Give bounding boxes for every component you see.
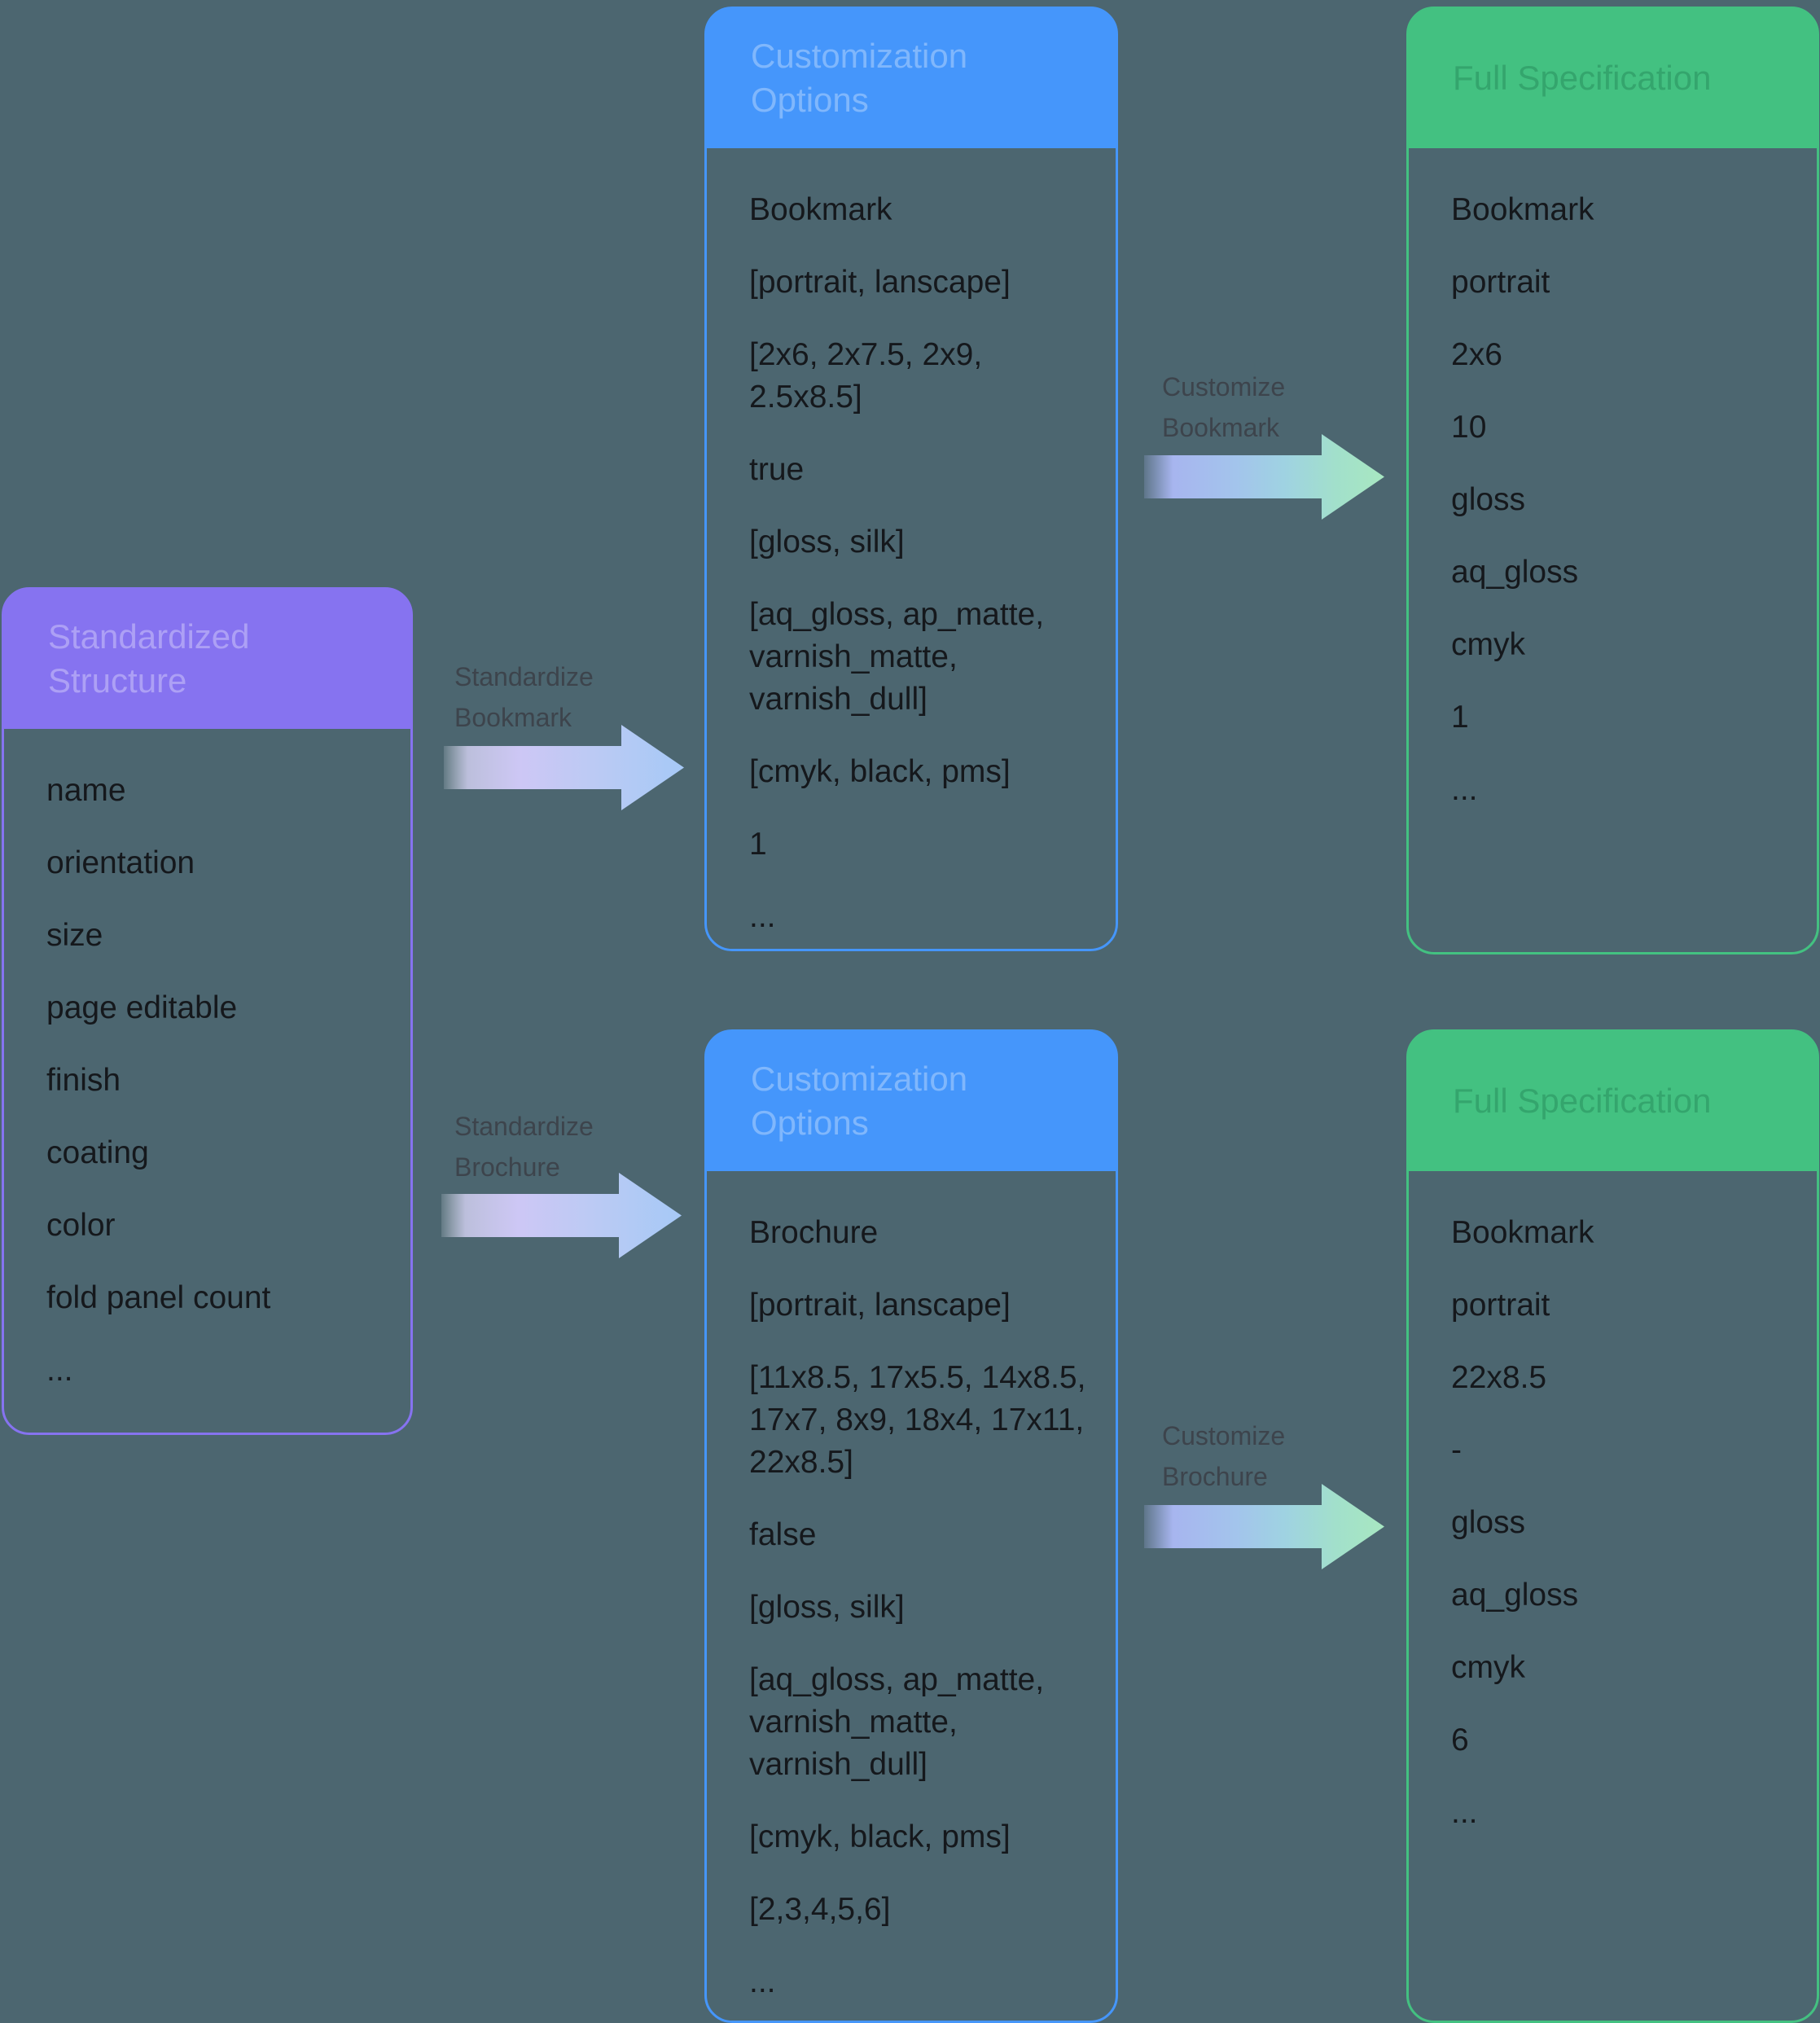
list-item: ... bbox=[46, 1353, 73, 1388]
card-title: Standardized Structure bbox=[48, 617, 250, 700]
list-item: [gloss, silk] bbox=[749, 524, 905, 560]
list-item: fold panel count bbox=[46, 1280, 271, 1315]
card-body: name orientation size page editable finish co… bbox=[4, 729, 410, 1438]
card-bookmark-specification: Full Specification Bookmark portrait 2x6 10… bbox=[1406, 7, 1819, 954]
list-item: page editable bbox=[46, 990, 238, 1025]
list-item: finish bbox=[46, 1063, 121, 1098]
list-item: [cmyk, black, pms] bbox=[749, 1819, 1011, 1854]
list-item: portrait bbox=[1451, 1288, 1550, 1323]
list-item: Bookmark bbox=[1451, 192, 1594, 227]
arrow-label: Customize Bookmark bbox=[1162, 372, 1286, 442]
card-title: Full Specification bbox=[1453, 1082, 1712, 1120]
list-item: 10 bbox=[1451, 410, 1487, 445]
list-item: [aq_gloss, ap_matte, varnish_matte, varn… bbox=[749, 597, 1045, 717]
card-header: Customization Options bbox=[706, 1031, 1116, 1171]
list-item: ... bbox=[1451, 772, 1478, 807]
list-item: [2x6, 2x7.5, 2x9, 2.5x8.5] bbox=[749, 337, 983, 415]
card-customization-options-brochure: Customization Options Brochure [portrait,… bbox=[704, 1029, 1118, 2023]
list-item: Brochure bbox=[749, 1215, 879, 1250]
list-item: ... bbox=[749, 899, 776, 934]
arrow-label: Standardize Bookmark bbox=[454, 662, 594, 732]
card-title: Customization Options bbox=[751, 1060, 968, 1142]
card-customization-options-bookmark: Customization Options Bookmark [portrait,… bbox=[704, 7, 1118, 951]
list-item: ... bbox=[749, 1964, 776, 1999]
list-item: aq_gloss bbox=[1451, 555, 1579, 590]
list-item: [cmyk, black, pms] bbox=[749, 754, 1011, 789]
list-item: [portrait, lanscape] bbox=[749, 1288, 1011, 1323]
card-header: Full Specification bbox=[1408, 8, 1818, 148]
card-standardized-structure: Standardized Structure name orientation si… bbox=[2, 587, 413, 1435]
list-item: [aq_gloss, ap_matte, varnish_matte, varn… bbox=[749, 1662, 1045, 1782]
list-item: ... bbox=[1451, 1795, 1478, 1830]
list-item: [2,3,4,5,6] bbox=[749, 1892, 891, 1927]
arrow-right-icon bbox=[444, 725, 684, 810]
arrow-right-icon bbox=[441, 1173, 682, 1258]
arrow-right-icon bbox=[1144, 434, 1384, 520]
list-item: cmyk bbox=[1451, 1650, 1525, 1685]
card-body: Brochure [portrait, lanscape] [11x8.5, 17x… bbox=[707, 1171, 1116, 2023]
list-item: 22x8.5 bbox=[1451, 1360, 1547, 1395]
list-item: coating bbox=[46, 1135, 149, 1170]
list-item: false bbox=[749, 1517, 817, 1552]
card-header: Customization Options bbox=[706, 8, 1116, 148]
list-item: Bookmark bbox=[1451, 1215, 1594, 1250]
list-item: [11x8.5, 17x5.5, 14x8.5, 17x7, 8x9, 18x4… bbox=[749, 1360, 1086, 1480]
list-item: size bbox=[46, 918, 103, 953]
list-item: [portrait, lanscape] bbox=[749, 265, 1011, 300]
list-item: 1 bbox=[749, 827, 767, 862]
list-item: gloss bbox=[1451, 1505, 1526, 1540]
list-item: gloss bbox=[1451, 482, 1526, 517]
card-title: Customization Options bbox=[751, 37, 968, 119]
list-item: true bbox=[749, 452, 805, 487]
list-item: 1 bbox=[1451, 700, 1469, 735]
list-item: color bbox=[46, 1208, 116, 1243]
list-item: [gloss, silk] bbox=[749, 1590, 905, 1625]
arrow-right-icon bbox=[1144, 1484, 1384, 1569]
list-item: 6 bbox=[1451, 1722, 1469, 1758]
arrow-label: Standardize Brochure bbox=[454, 1112, 594, 1182]
card-header: Standardized Structure bbox=[3, 589, 411, 729]
list-item: portrait bbox=[1451, 265, 1550, 300]
card-header: Full Specification bbox=[1408, 1031, 1818, 1171]
card-brochure-specification: Full Specification Bookmark portrait 22x8.… bbox=[1406, 1029, 1819, 2023]
list-item: Bookmark bbox=[749, 192, 892, 227]
card-title: Full Specification bbox=[1453, 59, 1712, 97]
card-body: Bookmark [portrait, lanscape] [2x6, 2x7.5,… bbox=[707, 148, 1116, 985]
list-item: - bbox=[1451, 1433, 1462, 1468]
arrow-label: Customize Brochure bbox=[1162, 1421, 1286, 1491]
list-item: aq_gloss bbox=[1451, 1578, 1579, 1613]
list-item: orientation bbox=[46, 845, 195, 880]
list-item: name bbox=[46, 773, 126, 808]
list-item: cmyk bbox=[1451, 627, 1525, 662]
list-item: 2x6 bbox=[1451, 337, 1502, 372]
